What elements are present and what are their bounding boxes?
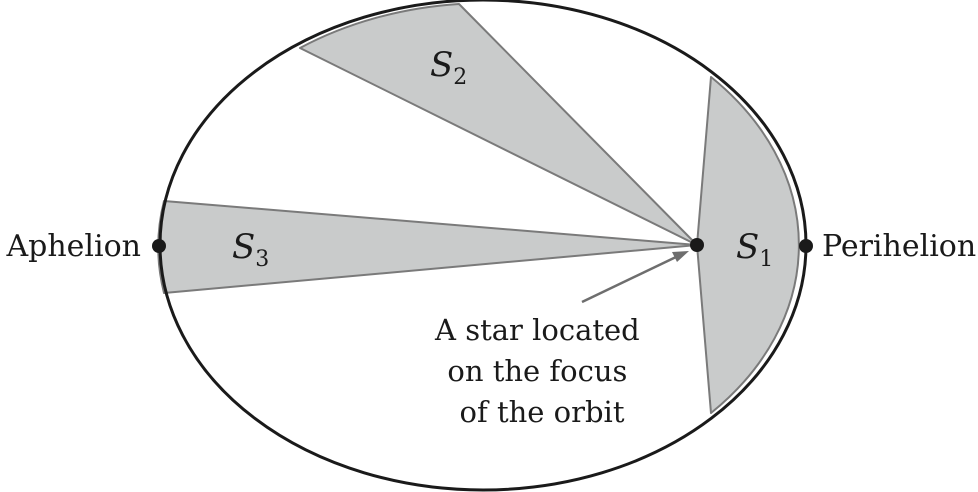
sector-label-s3: S3 [232,227,269,272]
sector-label-s2: S2 [430,45,467,90]
sector-label-s1: S1 [736,227,773,272]
star-pointer-line [581,255,677,304]
star-caption: A star located on the focus of the orbit [434,313,649,429]
perihelion-point [799,239,813,253]
sector-s1 [696,76,800,414]
sector-s2 [299,3,698,246]
aphelion-label: Aphelion [5,229,141,264]
aphelion-point [152,239,166,253]
star-focus-point [690,238,704,252]
perihelion-label: Perihelion [822,229,976,264]
star-pointer-arrowhead [672,251,689,262]
